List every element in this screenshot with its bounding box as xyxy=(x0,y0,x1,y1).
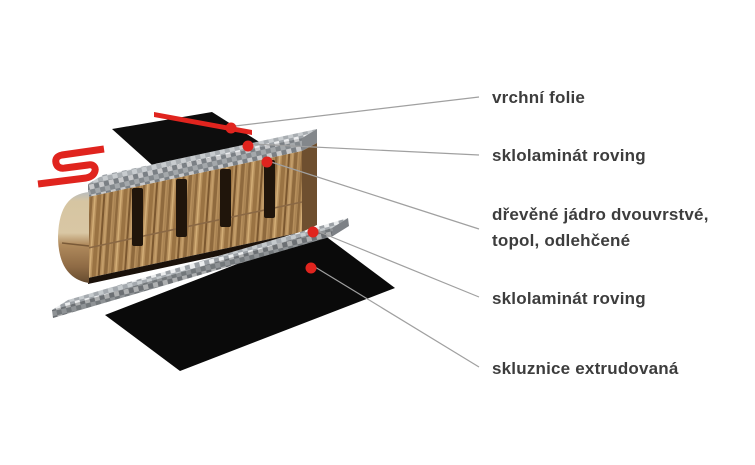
brand-s-logo-icon xyxy=(37,145,105,188)
core-slot xyxy=(176,179,187,237)
label-wood-core-line1: dřevěné jádro dvouvrstvé, xyxy=(492,205,709,224)
callout-dot-icon xyxy=(225,122,237,134)
core-slot xyxy=(220,169,231,227)
core-slot xyxy=(132,188,143,246)
leader-line xyxy=(270,161,480,230)
label-top-foil: vrchní folie xyxy=(492,88,586,107)
label-wood-core-line2: topol, odlehčené xyxy=(492,231,631,250)
label-base: skluznice extrudovaná xyxy=(492,359,679,378)
callout-dots xyxy=(225,122,319,274)
callout-lines xyxy=(234,96,480,368)
wood-core-layer xyxy=(87,143,317,284)
label-fiberglass-top: sklolaminát roving xyxy=(492,146,646,165)
core-end-cap xyxy=(58,192,90,283)
core-slot xyxy=(264,160,275,218)
callout-dot-icon xyxy=(261,156,273,168)
fiberglass-top-layer xyxy=(88,129,317,197)
leader-line xyxy=(251,143,480,156)
leader-line xyxy=(234,96,480,127)
callout-dot-icon xyxy=(242,140,254,152)
label-fiberglass-bottom: sklolaminát roving xyxy=(492,289,646,308)
leader-line xyxy=(316,230,480,298)
fiberglass-bottom-layer xyxy=(52,218,349,318)
callout-dot-icon xyxy=(305,262,317,274)
base-layer xyxy=(105,232,395,371)
callout-dot-icon xyxy=(307,226,319,238)
leader-line xyxy=(314,266,480,368)
